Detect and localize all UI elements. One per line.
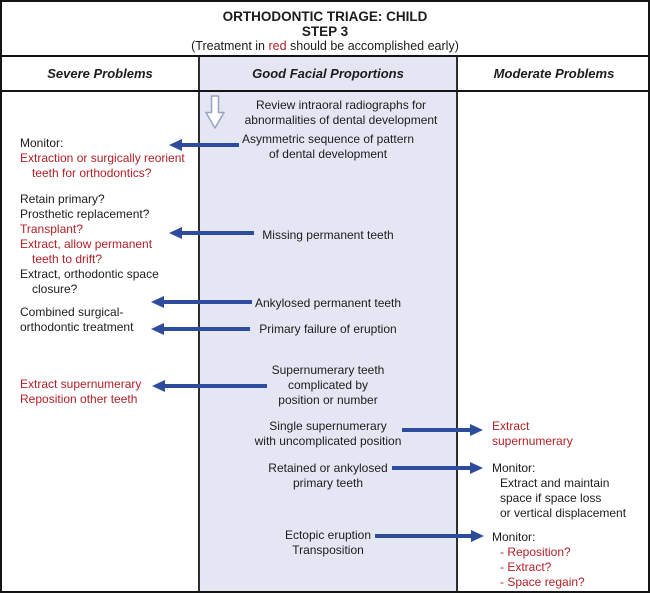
text-line: Monitor: xyxy=(492,461,536,475)
text-line: Asymmetric sequence of pattern xyxy=(241,132,415,146)
subtitle-red-word: red xyxy=(268,39,287,53)
middle-item-primary-failure: Primary failure of eruption xyxy=(198,322,458,337)
arrow-primary-failure-to-severe-icon xyxy=(164,327,250,331)
text-line: or vertical displacement xyxy=(500,506,627,520)
arrow-retained-to-moderate-icon xyxy=(392,466,470,470)
divider-top xyxy=(2,55,648,57)
middle-item-asymmetric-sequence: Asymmetric sequence of pattern of dental… xyxy=(198,132,458,162)
text-line: Combined surgical- xyxy=(20,305,124,319)
text-line: - Extract? xyxy=(500,560,552,574)
header-good-facial-proportions: Good Facial Proportions xyxy=(252,66,404,81)
subtitle-prefix: (Treatment in xyxy=(191,39,269,53)
text-line: Review intraoral radiographs for xyxy=(255,98,427,112)
text-line: Retain primary? xyxy=(20,192,105,206)
middle-item-ankylosed-teeth: Ankylosed permanent teeth xyxy=(198,296,458,311)
chart-title: ORTHODONTIC TRIAGE: CHILD xyxy=(222,9,428,24)
text-line: closure? xyxy=(32,282,78,296)
text-line: Reposition other teeth xyxy=(20,392,138,406)
text-line: Supernumerary teeth xyxy=(271,363,385,377)
moderate-response-single-supernumerary: Extract supernumerary xyxy=(492,419,642,449)
header-severe-problems: Severe Problems xyxy=(47,66,153,81)
text-line: supernumerary xyxy=(492,434,573,448)
middle-item-review: Review intraoral radiographs for abnorma… xyxy=(227,98,455,128)
text-line: - Space regain? xyxy=(500,575,585,589)
moderate-response-ectopic: Monitor: - Reposition? - Extract? - Spac… xyxy=(492,530,642,590)
text-line: Monitor: xyxy=(492,530,536,544)
text-line: Transplant? xyxy=(20,222,83,236)
text-line: Extract and maintain xyxy=(500,476,610,490)
text-line: complicated by xyxy=(287,378,369,392)
text-line: - Reposition? xyxy=(500,545,571,559)
middle-item-ectopic-eruption: Ectopic eruption Transposition xyxy=(198,528,458,558)
severe-response-eruption: Combined surgical- orthodontic treatment xyxy=(20,305,196,335)
moderate-response-retained: Monitor: Extract and maintain space if s… xyxy=(492,461,647,521)
text-line: with uncomplicated position xyxy=(254,434,402,448)
text-line: Missing permanent teeth xyxy=(262,228,394,242)
arrow-missing-to-severe-icon xyxy=(182,231,254,235)
severe-response-supernumerary: Extract supernumerary Reposition other t… xyxy=(20,377,196,407)
arrow-ectopic-to-moderate-icon xyxy=(375,534,471,538)
middle-item-single-supernumerary: Single supernumerary with uncomplicated … xyxy=(198,419,458,449)
text-line: Primary failure of eruption xyxy=(259,322,397,336)
text-line: Prosthetic replacement? xyxy=(20,207,150,221)
severe-response-asymmetric: Monitor: Extraction or surgically reorie… xyxy=(20,136,196,181)
text-line: teeth to drift? xyxy=(32,252,103,266)
divider-bottom xyxy=(2,90,648,92)
subtitle-suffix: should be accomplished early) xyxy=(286,39,459,53)
text-line: Extraction or surgically reorient xyxy=(20,151,185,165)
text-line: Extract xyxy=(492,419,530,433)
down-arrow-icon xyxy=(205,95,225,129)
text-line: Ankylosed permanent teeth xyxy=(254,296,402,310)
arrow-supernumerary-to-severe-icon xyxy=(165,384,267,388)
text-line: teeth for orthodontics? xyxy=(32,166,152,180)
text-line: primary teeth xyxy=(292,476,364,490)
severe-response-missing: Retain primary? Prosthetic replacement? … xyxy=(20,192,196,297)
chart-step: STEP 3 xyxy=(301,24,349,39)
arrow-single-supernumerary-to-moderate-icon xyxy=(402,428,470,432)
header-moderate-problems: Moderate Problems xyxy=(493,66,615,81)
text-line: position or number xyxy=(278,393,378,407)
text-line: Single supernumerary xyxy=(269,419,387,433)
text-line: orthodontic treatment xyxy=(20,320,134,334)
middle-item-missing-teeth: Missing permanent teeth xyxy=(198,228,458,243)
arrow-asymmetric-to-severe-icon xyxy=(182,143,239,147)
middle-item-supernumerary-complicated: Supernumerary teeth complicated by posit… xyxy=(198,363,458,408)
text-line: Transposition xyxy=(292,543,364,557)
text-line: Extract, allow permanent xyxy=(20,237,153,251)
middle-item-retained-primary: Retained or ankylosed primary teeth xyxy=(198,461,458,491)
middle-column-background xyxy=(198,55,458,591)
text-line: of dental development xyxy=(268,147,388,161)
chart-subtitle: (Treatment in red should be accomplished… xyxy=(2,39,648,54)
arrow-ankylosed-to-severe-icon xyxy=(164,300,252,304)
text-line: space if space loss xyxy=(500,491,602,505)
text-line: abnormalities of dental development xyxy=(244,113,438,127)
text-line: Extract supernumerary xyxy=(20,377,142,391)
text-line: Retained or ankylosed xyxy=(268,461,388,475)
text-line: Extract, orthodontic space xyxy=(20,267,159,281)
text-line: Ectopic eruption xyxy=(284,528,372,542)
text-line: Monitor: xyxy=(20,136,64,150)
